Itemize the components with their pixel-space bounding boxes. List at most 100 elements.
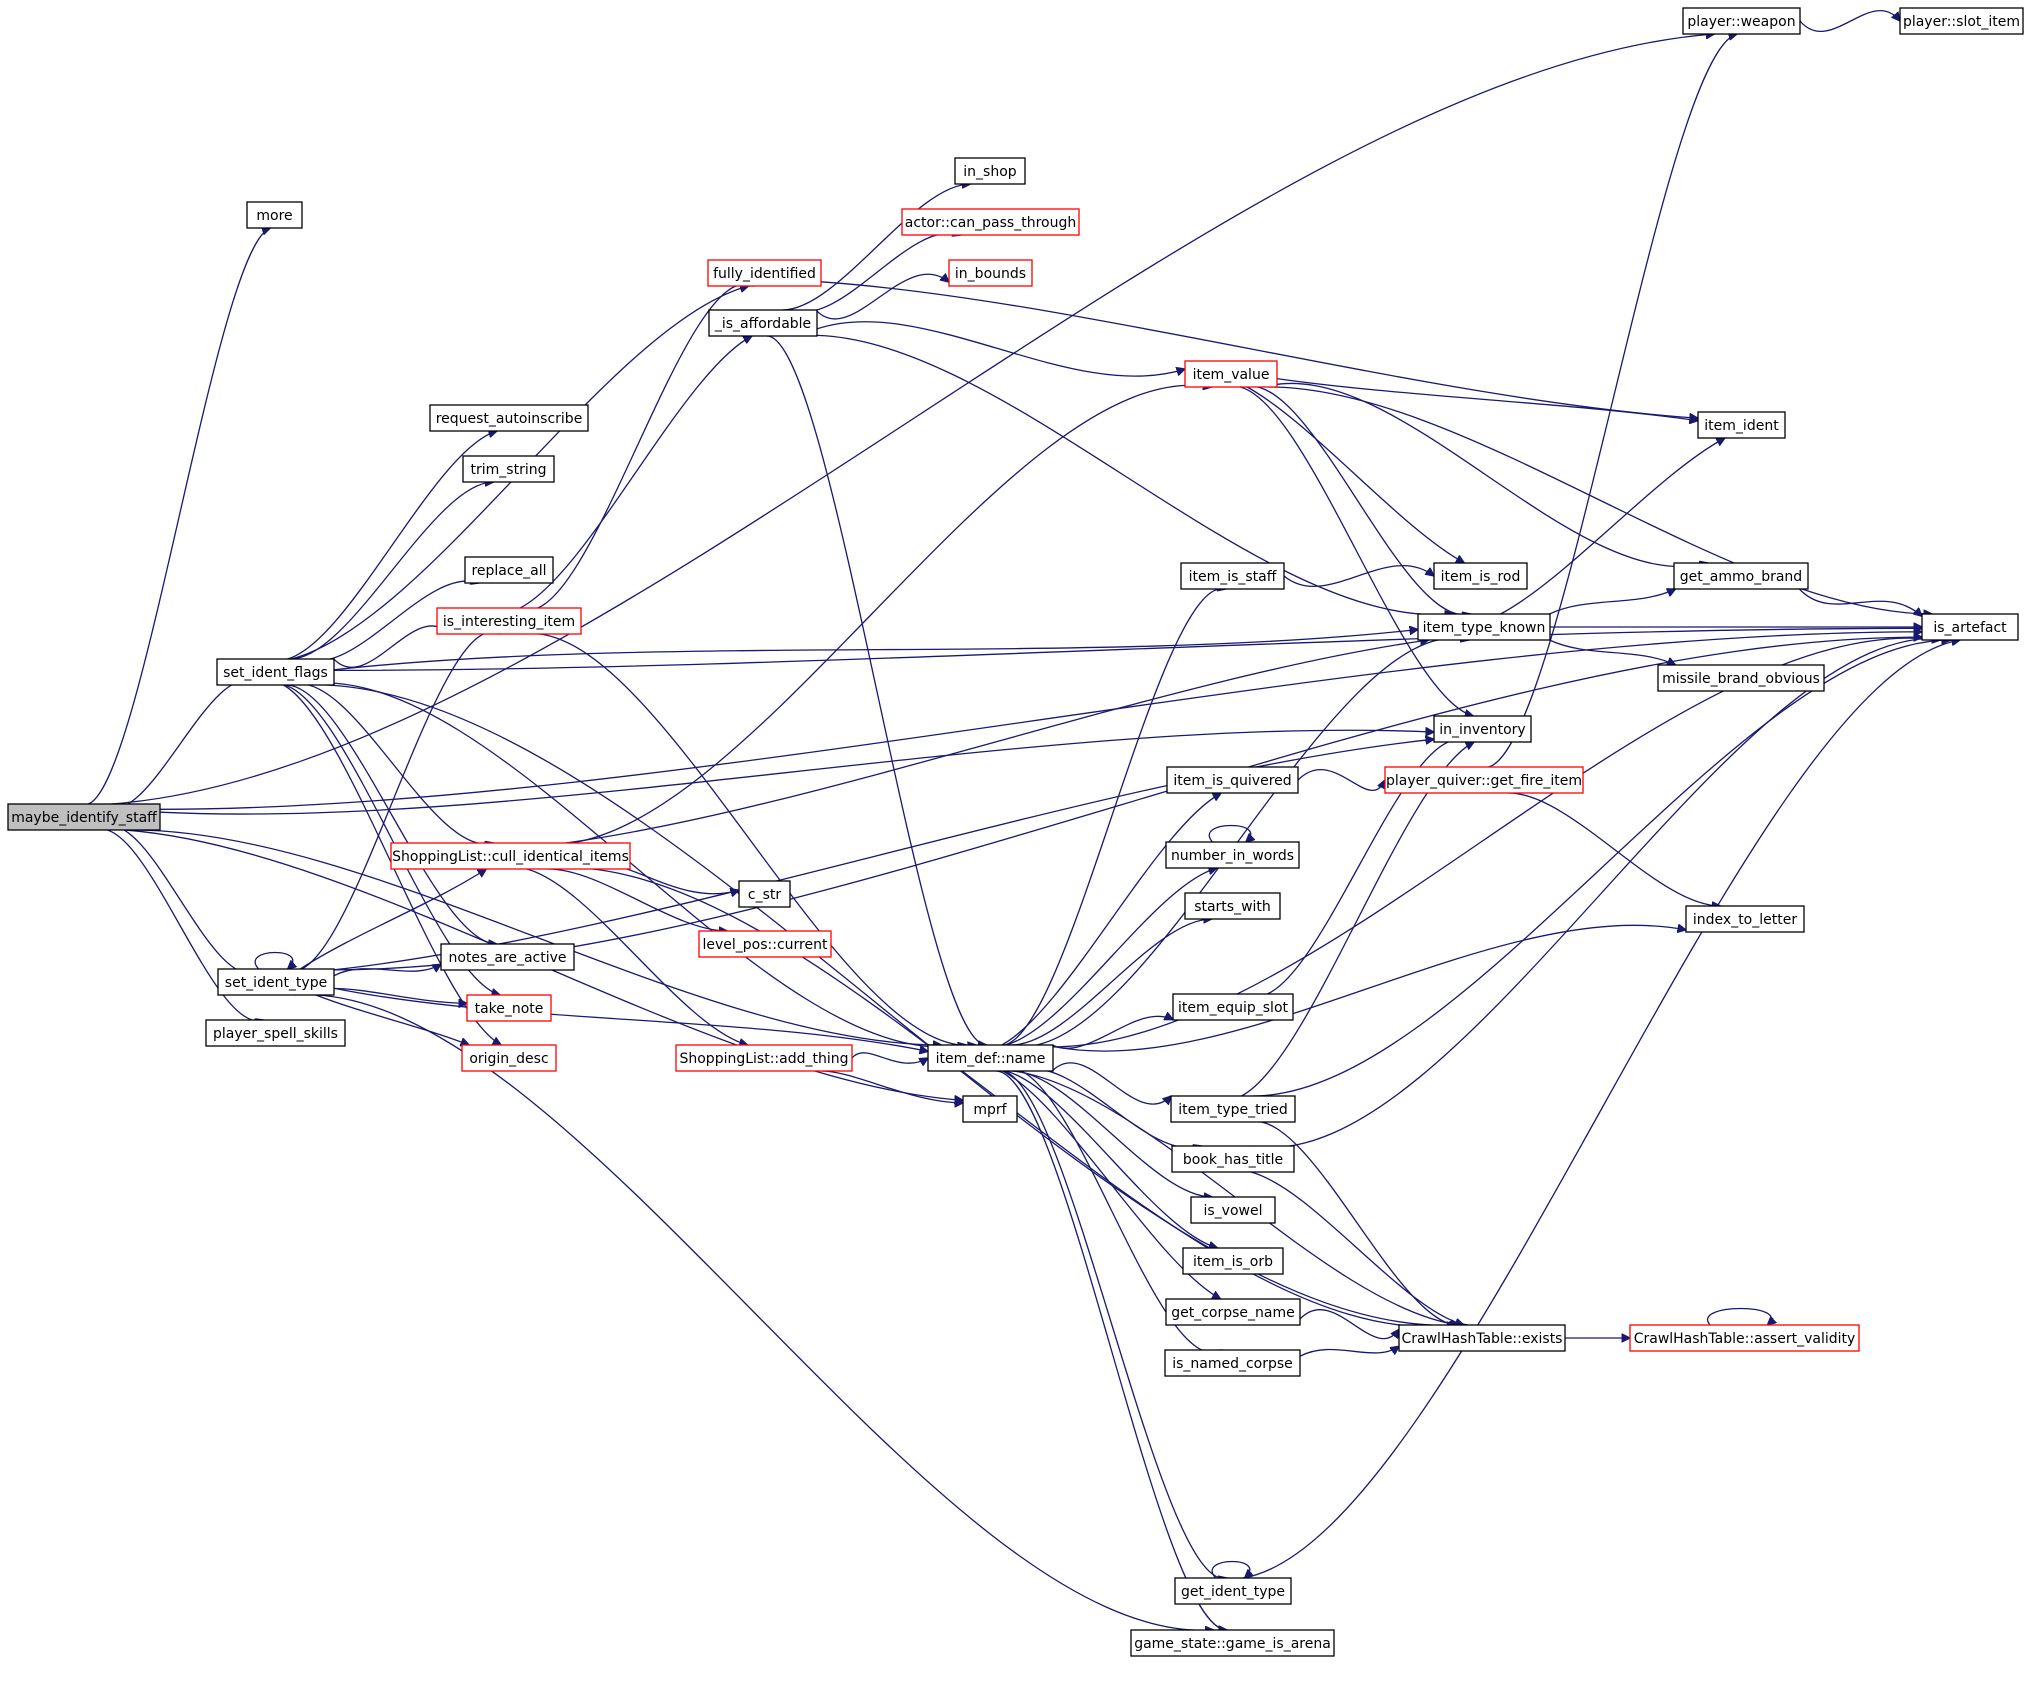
node-book-has-title[interactable]: book_has_title <box>1171 1145 1295 1173</box>
node-box <box>1166 766 1299 794</box>
node-box <box>1673 562 1809 590</box>
edge-cull-identical-items-to-c-str <box>597 864 739 893</box>
node-is-affordable[interactable]: _is_affordable <box>708 309 818 337</box>
node-label: item_is_quivered <box>1173 773 1291 789</box>
edge-item-type-tried-to-hash-exists <box>1246 1120 1468 1326</box>
node-box <box>461 1044 557 1072</box>
node-label: index_to_letter <box>1693 912 1797 928</box>
node-item-equip-slot[interactable]: item_equip_slot <box>1172 993 1294 1021</box>
node-box <box>464 556 554 584</box>
edge-get-ident-type-to-get-ident-type <box>1211 1560 1250 1579</box>
node-set-ident-flags[interactable]: set_ident_flags <box>216 658 335 686</box>
node-take-note[interactable]: take_note <box>466 994 552 1022</box>
node-player-slot-item[interactable]: player::slot_item <box>1899 7 2024 35</box>
node-is-named-corpse[interactable]: is_named_corpse <box>1164 1349 1301 1377</box>
node-index-to-letter[interactable]: index_to_letter <box>1685 905 1805 933</box>
node-cull-identical-items[interactable]: ShoppingList::cull_identical_items <box>390 842 631 870</box>
node-item-type-known[interactable]: item_type_known <box>1417 613 1551 641</box>
node-origin-desc[interactable]: origin_desc <box>461 1044 557 1072</box>
node-is-interesting-item[interactable]: is_interesting_item <box>436 607 582 635</box>
edge-item-def-name-to-item-type-tried <box>1051 1062 1171 1104</box>
node-label: in_shop <box>963 164 1016 180</box>
node-in-bounds[interactable]: in_bounds <box>948 259 1033 287</box>
node-missile-brand-obvious[interactable]: missile_brand_obvious <box>1657 664 1825 692</box>
node-item-def-name[interactable]: item_def::name <box>927 1044 1054 1072</box>
node-item-is-quivered[interactable]: item_is_quivered <box>1166 766 1299 794</box>
node-maybe-identify-staff[interactable]: maybe_identify_staff <box>7 803 161 831</box>
edge-maybe-identify-staff-to-in-inventory <box>159 730 1434 815</box>
edge-get-ident-type-to-is-artefact <box>1242 640 1960 1579</box>
node-box <box>1682 7 1801 35</box>
edge-maybe-identify-staff-to-set-ident-flags <box>100 680 258 809</box>
edge-book-has-title-to-hash-exists <box>1250 1171 1464 1325</box>
node-mprf[interactable]: mprf <box>962 1095 1018 1123</box>
edge-item-def-name-to-item-is-orb <box>1005 1070 1218 1248</box>
node-in-shop[interactable]: in_shop <box>954 157 1026 185</box>
node-replace-all[interactable]: replace_all <box>464 556 554 584</box>
node-hash-assert-validity[interactable]: CrawlHashTable::assert_validity <box>1629 1324 1860 1352</box>
node-starts-with[interactable]: starts_with <box>1184 892 1281 920</box>
node-label: set_ident_type <box>225 975 327 991</box>
node-label: number_in_words <box>1171 848 1294 864</box>
node-label: game_state::game_is_arena <box>1134 1636 1331 1652</box>
edge-maybe-identify-staff-to-set-ident-type <box>98 825 261 973</box>
node-game-is-arena[interactable]: game_state::game_is_arena <box>1130 1629 1335 1657</box>
node-hash-exists[interactable]: CrawlHashTable::exists <box>1398 1324 1566 1352</box>
edge-add-thing-to-item-def-name <box>851 1052 928 1063</box>
node-label: item_is_rod <box>1441 569 1521 585</box>
node-request-autoinscribe[interactable]: request_autoinscribe <box>429 404 589 432</box>
node-item-is-staff[interactable]: item_is_staff <box>1180 562 1285 590</box>
node-more[interactable]: more <box>246 201 303 229</box>
node-label: player_spell_skills <box>213 1026 338 1042</box>
node-in-inventory[interactable]: in_inventory <box>1433 715 1532 743</box>
node-notes-are-active[interactable]: notes_are_active <box>440 943 575 971</box>
edge-item-def-name-to-index-to-letter <box>1052 925 1686 1052</box>
node-item-ident[interactable]: item_ident <box>1697 411 1786 439</box>
node-set-ident-type[interactable]: set_ident_type <box>217 968 335 996</box>
node-actor-can-pass-through[interactable]: actor::can_pass_through <box>901 208 1080 236</box>
node-number-in-words[interactable]: number_in_words <box>1165 841 1300 869</box>
node-item-is-rod[interactable]: item_is_rod <box>1433 562 1528 590</box>
node-box <box>462 455 555 483</box>
edge-maybe-identify-staff-to-more <box>87 228 270 805</box>
node-box <box>1417 613 1551 641</box>
edge-set-ident-type-to-game-is-arena <box>294 994 1214 1631</box>
node-player-weapon[interactable]: player::weapon <box>1682 7 1801 35</box>
node-player-quiver-get-fire-item[interactable]: player_quiver::get_fire_item <box>1384 766 1584 794</box>
edge-set-ident-flags-to-request-autoinscribe <box>287 431 498 660</box>
node-item-value[interactable]: item_value <box>1184 360 1278 388</box>
node-label: get_ammo_brand <box>1680 569 1802 585</box>
node-label: player_quiver::get_fire_item <box>1386 773 1582 789</box>
node-label: _is_affordable <box>714 316 811 332</box>
node-get-ammo-brand[interactable]: get_ammo_brand <box>1673 562 1809 590</box>
node-is-vowel[interactable]: is_vowel <box>1190 1196 1276 1224</box>
edge-set-ident-type-to-cull-identical-items <box>299 869 486 970</box>
node-label: more <box>256 208 292 224</box>
edge-item-def-name-to-get-ident-type <box>996 1070 1227 1579</box>
node-is-artefact[interactable]: is_artefact <box>1921 613 2019 641</box>
edge-set-ident-type-to-item-def-name <box>333 987 928 1051</box>
node-item-type-tried[interactable]: item_type_tried <box>1170 1095 1296 1123</box>
edge-number-in-words-to-number-in-words <box>1208 824 1251 843</box>
node-label: actor::can_pass_through <box>905 215 1077 231</box>
node-label: player::weapon <box>1687 14 1795 30</box>
node-add-thing[interactable]: ShoppingList::add_thing <box>675 1044 853 1072</box>
node-fully-identified[interactable]: fully_identified <box>707 259 822 287</box>
node-player-spell-skills[interactable]: player_spell_skills <box>205 1019 346 1047</box>
node-level-pos-current[interactable]: level_pos::current <box>698 930 832 958</box>
node-get-corpse-name[interactable]: get_corpse_name <box>1165 1298 1301 1326</box>
node-box <box>1629 1324 1860 1352</box>
node-item-is-orb[interactable]: item_is_orb <box>1182 1247 1284 1275</box>
node-label: level_pos::current <box>703 937 828 953</box>
node-label: in_inventory <box>1439 722 1525 738</box>
node-trim-string[interactable]: trim_string <box>462 455 555 483</box>
node-label: CrawlHashTable::exists <box>1402 1331 1563 1347</box>
node-box <box>216 658 335 686</box>
node-box <box>901 208 1080 236</box>
node-box <box>954 157 1026 185</box>
node-c-str[interactable]: c_str <box>738 880 791 908</box>
node-get-ident-type[interactable]: get_ident_type <box>1174 1577 1292 1605</box>
edge-book-has-title-to-is-artefact <box>1250 638 1952 1149</box>
node-label: maybe_identify_staff <box>11 810 157 826</box>
node-box <box>217 968 335 996</box>
